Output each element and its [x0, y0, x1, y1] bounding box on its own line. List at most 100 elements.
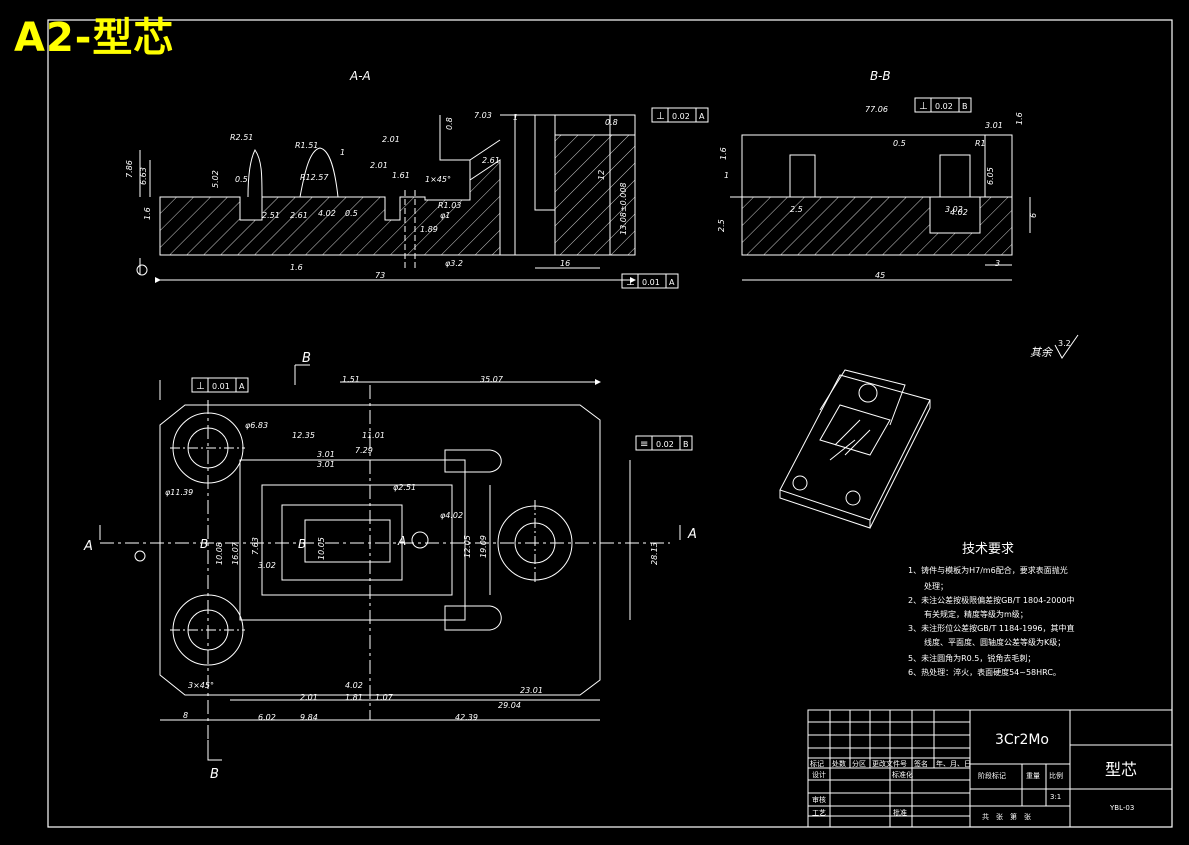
plan-dim-phi6-83: φ6.83	[245, 421, 268, 430]
plan-dim-3-01b: 3.01	[317, 460, 335, 469]
bb-tol-left-datum: A	[699, 112, 705, 121]
tech-req-item-5: 线度、平面度、圆轴度公差等级为K级；	[908, 637, 1065, 647]
bb-rough-16d: 1.6	[719, 147, 728, 160]
tech-requirements: 技术要求 1、铸件与模板为H7/m6配合，要求表面抛光 处理； 2、未注公差按极…	[908, 542, 1075, 677]
aa-dim-73: 73	[375, 271, 385, 280]
plan-dim-1-81: 1.81	[345, 693, 363, 702]
plan-view	[99, 364, 681, 761]
plan-dim-16-07: 16.07	[231, 541, 240, 565]
aa-dim-2-61: 2.61	[290, 211, 308, 220]
tech-req-item-3: 有关规定，精度等级为m级；	[908, 609, 1028, 619]
bb-dim-0-5: 0.5	[893, 139, 906, 148]
aa-dim-7-03: 7.03	[474, 111, 492, 120]
plan-dim-35-07: 35.07	[480, 375, 504, 384]
section-bb-view: B-B	[730, 69, 1031, 281]
tb-part-name: 型芯	[1105, 760, 1137, 779]
plan-dim-12-35: 12.35	[292, 431, 315, 440]
bb-rough-16c: 1.6	[1015, 112, 1024, 125]
tb-scale-value: 3:1	[1050, 793, 1061, 801]
tb-material: 3Cr2Mo	[995, 732, 1049, 748]
aa-dim-r2-51: R2.51	[230, 133, 253, 142]
plan-b-bottom: B	[210, 767, 219, 782]
aa-dim-r1-51: R1.51	[295, 141, 318, 150]
aa-dim-6-63: 6.63	[139, 167, 148, 185]
aa-pocket	[534, 114, 556, 211]
bb-dim-2-5: 2.5	[790, 205, 803, 214]
aa-dim-1-top: 1	[513, 113, 518, 122]
plan-dim-1-51: 1.51	[342, 375, 360, 384]
plan-tol-perp-datum: A	[239, 382, 245, 391]
tb-design: 设计	[812, 770, 826, 779]
tb-drawing-no: YBL-03	[1109, 804, 1134, 812]
bb-dim-6-05: 6.05	[986, 167, 995, 185]
plan-b-center-left: B	[200, 537, 208, 551]
plan-tolerances	[191, 377, 693, 451]
plan-dim-12-05: 12.05	[463, 535, 472, 558]
tb-standard: 标准化	[892, 770, 913, 779]
aa-dim-chamfer: 1×45°	[425, 175, 451, 184]
plan-dim-phi4-02: φ4.02	[440, 511, 463, 520]
aa-dim-1: 1	[340, 148, 345, 157]
plan-dim-10-08: 10.08	[215, 542, 224, 565]
rest-roughness-label: 其余	[1030, 346, 1054, 359]
tech-req-item-2: 2、未注公差按极限偏差按GB/T 1804-2000中	[908, 595, 1075, 605]
aa-dim-1-89: 1.89	[420, 225, 438, 234]
rest-roughness-symbol	[1054, 334, 1079, 359]
drawing-title: A2-型芯	[14, 15, 175, 61]
isometric-view	[779, 369, 931, 529]
bb-dim-1: 1	[724, 171, 729, 180]
aa-dim-1-61: 1.61	[392, 171, 410, 180]
bb-tol-left-value: 0.02	[672, 112, 690, 121]
plan-a-left: A	[83, 539, 93, 554]
tb-row1-4: 签名	[914, 759, 928, 768]
aa-dim-r12-57: R12.57	[300, 173, 329, 182]
bb-dim-3-02: 3.02	[945, 205, 963, 214]
title-block-text: 3Cr2Mo 型芯 标记 处数 分区 更改文件号 签名 年、月、日 设计 标准化…	[810, 732, 1137, 821]
tech-req-item-0: 1、铸件与模板为H7/m6配合，要求表面抛光	[908, 565, 1068, 575]
aa-dim-phi3-2: φ3.2	[445, 259, 463, 268]
tb-row1-2: 分区	[852, 759, 866, 768]
aa-dim-phi1: φ1	[440, 211, 450, 220]
section-bb-label: B-B	[870, 69, 891, 83]
aa-dim-7-86: 7.86	[125, 160, 134, 178]
aa-dim-2-51: 2.51	[262, 211, 280, 220]
plan-dim-1-07: 1.07	[375, 693, 394, 702]
aa-dim-2-61: 2.61	[482, 156, 500, 165]
tech-req-title: 技术要求	[962, 542, 1014, 557]
bb-labels: 77.06 0.5 3.01 R1 6.05 2.5 3.02 4.02 6 3…	[717, 105, 1038, 280]
plan-dim-10-05: 10.05	[317, 537, 326, 560]
rest-roughness-value: 3.2	[1058, 339, 1071, 348]
tb-row1-3: 更改文件号	[872, 759, 907, 768]
plan-b-center: B	[298, 537, 306, 551]
plan-dim-9-84: 9.84	[300, 713, 318, 722]
outer-frame	[47, 19, 1173, 828]
plan-dim-7-29: 7.29	[355, 446, 373, 455]
plan-dim-chamfer: 3×45°	[188, 681, 214, 690]
aa-dim-12: 12	[597, 170, 606, 180]
plan-tol-perp-value: 0.01	[212, 382, 230, 391]
aa-rough-08b: 0.8	[445, 117, 454, 130]
aa-labels: R2.51 R1.51 2.01 1 2.01 1.61 1×45° 7.03 …	[125, 111, 628, 280]
plan-tol-perp-symbol: ⊥	[196, 381, 205, 392]
plan-dim-6-02: 6.02	[258, 713, 276, 722]
aa-dim-0-5a: 0.5	[235, 175, 248, 184]
tb-weight: 重量	[1026, 772, 1040, 780]
tech-req-item-4: 3、未注形位公差按GB/T 1184-1996，其中直	[908, 623, 1075, 633]
plan-dim-29-04: 29.04	[498, 701, 521, 710]
bb-tol-right-value: 0.02	[935, 102, 953, 111]
plan-dim-3-02: 3.02	[258, 561, 276, 570]
aa-dim-13-08: 13.08±0.008	[619, 182, 628, 235]
aa-dim-5-02: 5.02	[211, 170, 220, 188]
aa-rough-16b: 1.6	[290, 263, 303, 272]
plan-dim-3-01a: 3.01	[317, 450, 335, 459]
tb-row1-5: 年、月、日	[936, 759, 971, 768]
plan-outline	[159, 404, 601, 696]
aa-tol-bottom-symbol: ⊥	[626, 277, 635, 288]
bb-dim-3-01: 3.01	[985, 121, 1003, 130]
plan-dim-7-63: 7.63	[251, 537, 260, 555]
plan-a-center: A	[397, 534, 406, 548]
aa-dim-16: 16	[560, 259, 570, 268]
plan-dim-phi11-39: φ11.39	[165, 488, 193, 497]
aa-rough-08: 0.8	[605, 118, 618, 127]
